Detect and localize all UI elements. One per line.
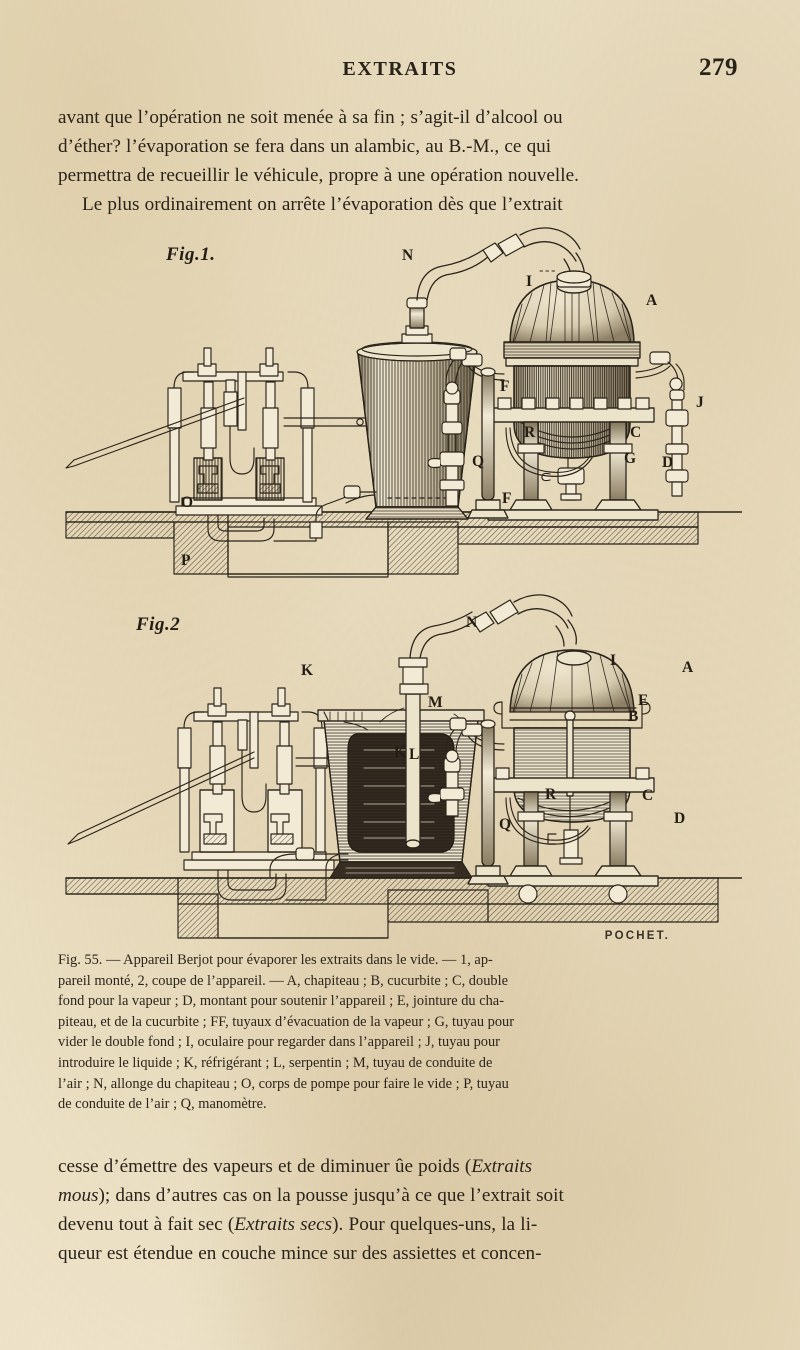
fig2-part-label-e-4: E [638,692,649,709]
fig2-part-label-n-0: N [466,614,478,631]
fig2-allonge-pipe [409,594,577,659]
paragraph-top-line-4: Le plus ordinairement on arrête l’évapor… [82,194,563,215]
paragraph-top-line-2: d’éther? l’évaporation se fera dans un a… [58,136,552,157]
fig1-number-label: Fig.1. [166,244,216,265]
caption-line-5: vider le double fond ; I, oculaire pour … [58,1034,500,1051]
fig1-part-label-j-4: J [696,394,705,411]
fig1-left-fittings [427,347,509,519]
fig2-part-label-d-11: D [674,810,686,827]
fig1-part-label-c-6: C [630,424,642,441]
fig1-part-label-g-7: G [624,450,637,467]
fig1-part-label-d-8: D [662,454,674,471]
paragraph-bottom-line-3: devenu tout à fait sec (Extraits secs). … [58,1210,742,1239]
caption-line-2: pareil monté, 2, coupe de l’appareil. — … [58,972,508,989]
fig2-part-label-k-1: K [301,662,314,679]
caption-line-4: piteau, et de la cucurbite ; FF, tuyaux … [58,1013,515,1030]
apparatus-engraving [65,227,742,939]
caption-line-6: introduire le liquide ; K, réfrigérant ;… [58,1054,493,1071]
fig2-part-label-c-10: C [642,787,654,804]
running-head-title: EXTRAITS [342,58,458,80]
fig2-part-label-m-5: M [428,694,444,711]
fig2-pump-section [67,687,385,901]
caption-line-1: Fig. 55. — Appareil Berjot pour évaporer… [58,952,493,968]
paragraph-bottom-line-1: cesse d’émettre des vapeurs et de diminu… [58,1152,742,1181]
term-extraits-secs: Extraits secs [234,1214,333,1235]
fig1-part-label-q-9: Q [472,453,485,470]
paragraph-bottom-line-1-text: cesse d’émettre des vapeurs et de diminu… [58,1156,472,1177]
fig2-part-label-a-3: A [682,659,694,676]
fig2-floor [65,877,742,939]
engraver-signature: POCHET. [604,930,670,942]
fig1-part-label-p-12: P [181,552,191,569]
fig1-part-label-f-3: F [500,378,510,395]
fig1-part-label-i-1: I [526,273,533,290]
fig1-floor [65,511,742,578]
paragraph-top: avant que l’opération ne soit menée à sa… [58,103,742,219]
paragraph-bottom: cesse d’émettre des vapeurs et de diminu… [58,1152,742,1268]
paragraph-top-line-3: permettra de recueillir le véhicule, pro… [58,165,579,186]
fig1-part-label-n-0: N [402,247,414,264]
fig1-still-body [487,270,659,521]
paragraph-bottom-line-3-tail: ). Pour quelques-uns, la li- [332,1214,538,1235]
fig2-left-fittings [427,717,509,885]
fig2-refrigerant-section [269,657,485,879]
paragraph-bottom-line-2-text: ); dans d’autres cas on la pousse jusqu’… [98,1185,564,1206]
caption-line-3: fond pour la vapeur ; D, montant pour so… [58,993,504,1010]
fig2-part-label-b-6: B [628,708,639,725]
fig2-part-label-q-12: Q [499,816,512,833]
page-number: 279 [699,54,738,81]
paragraph-top-line-1: avant que l’opération ne soit menée à sa… [58,107,563,128]
fig1-part-label-a-2: A [646,292,658,309]
fig1-part-label-r-5: R [524,424,536,441]
caption-line-8: de conduite de l’air ; Q, manomètre. [58,1096,267,1113]
caption-line-7: l’air ; N, allonge du chapiteau ; O, cor… [58,1075,509,1092]
fig2-number-label: Fig.2 [136,614,181,635]
fig1-right-fittings [635,351,689,497]
fig1-part-label-f-10: F [502,490,512,507]
fig2-part-label-r-9: R [545,786,557,803]
paragraph-bottom-line-3-text: devenu tout à fait sec ( [58,1214,235,1235]
paragraph-bottom-line-4: queur est étendue en couche mince sur de… [58,1243,542,1264]
paragraph-bottom-line-2: mous); dans d’autres cas on la pousse ju… [58,1181,742,1210]
fig2-part-label-i-2: I [610,652,617,669]
fig2-still-section [487,649,659,904]
term-extraits-mous-part1: Extraits [471,1156,533,1177]
fig1-part-label-o-11: O [181,494,194,511]
term-extraits-mous-part2: mous [58,1185,99,1206]
fig2-part-label-l-8: L [409,746,420,763]
figure-caption: Fig. 55. — Appareil Berjot pour évaporer… [58,950,742,1115]
fig2-part-label-k-7: K [394,744,407,761]
